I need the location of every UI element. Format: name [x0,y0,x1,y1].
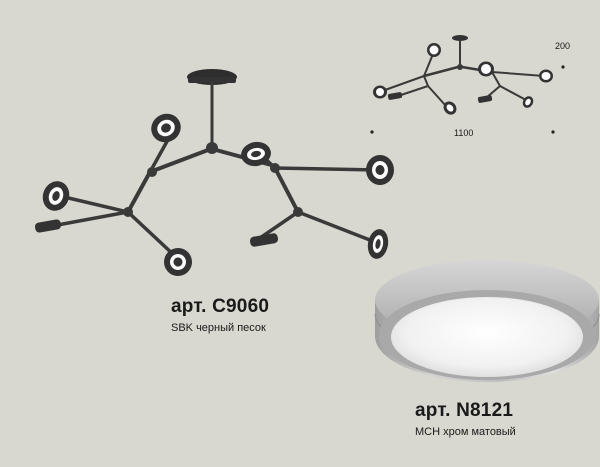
shade-product-article: арт. N8121 [415,400,514,421]
lamp-heads [34,113,394,276]
dimension-markers [370,65,565,134]
lamp-head [241,141,271,167]
lamp-head [34,219,62,233]
lamp-head [366,155,394,185]
lamp-head [249,233,279,247]
lamp-head [164,248,192,276]
dimension-lamp-heads [373,43,553,115]
main-product-finish: SBK черный песок [171,322,266,334]
chandelier-main [50,69,380,258]
lamp-head [42,181,70,211]
shade-product-finish: MCH хром матовый [415,426,516,438]
ceiling-shade [374,260,600,382]
height-dimension: 200 [555,41,571,51]
diffuser [391,297,583,377]
main-product-article: арт. C9060 [171,296,270,317]
small-canopy [452,35,468,41]
dimension-drawing [384,35,545,107]
width-dimension: 1100 [454,128,474,138]
lamp-head [367,229,389,259]
canopy-rim [188,77,236,83]
lamp-head [151,113,181,143]
